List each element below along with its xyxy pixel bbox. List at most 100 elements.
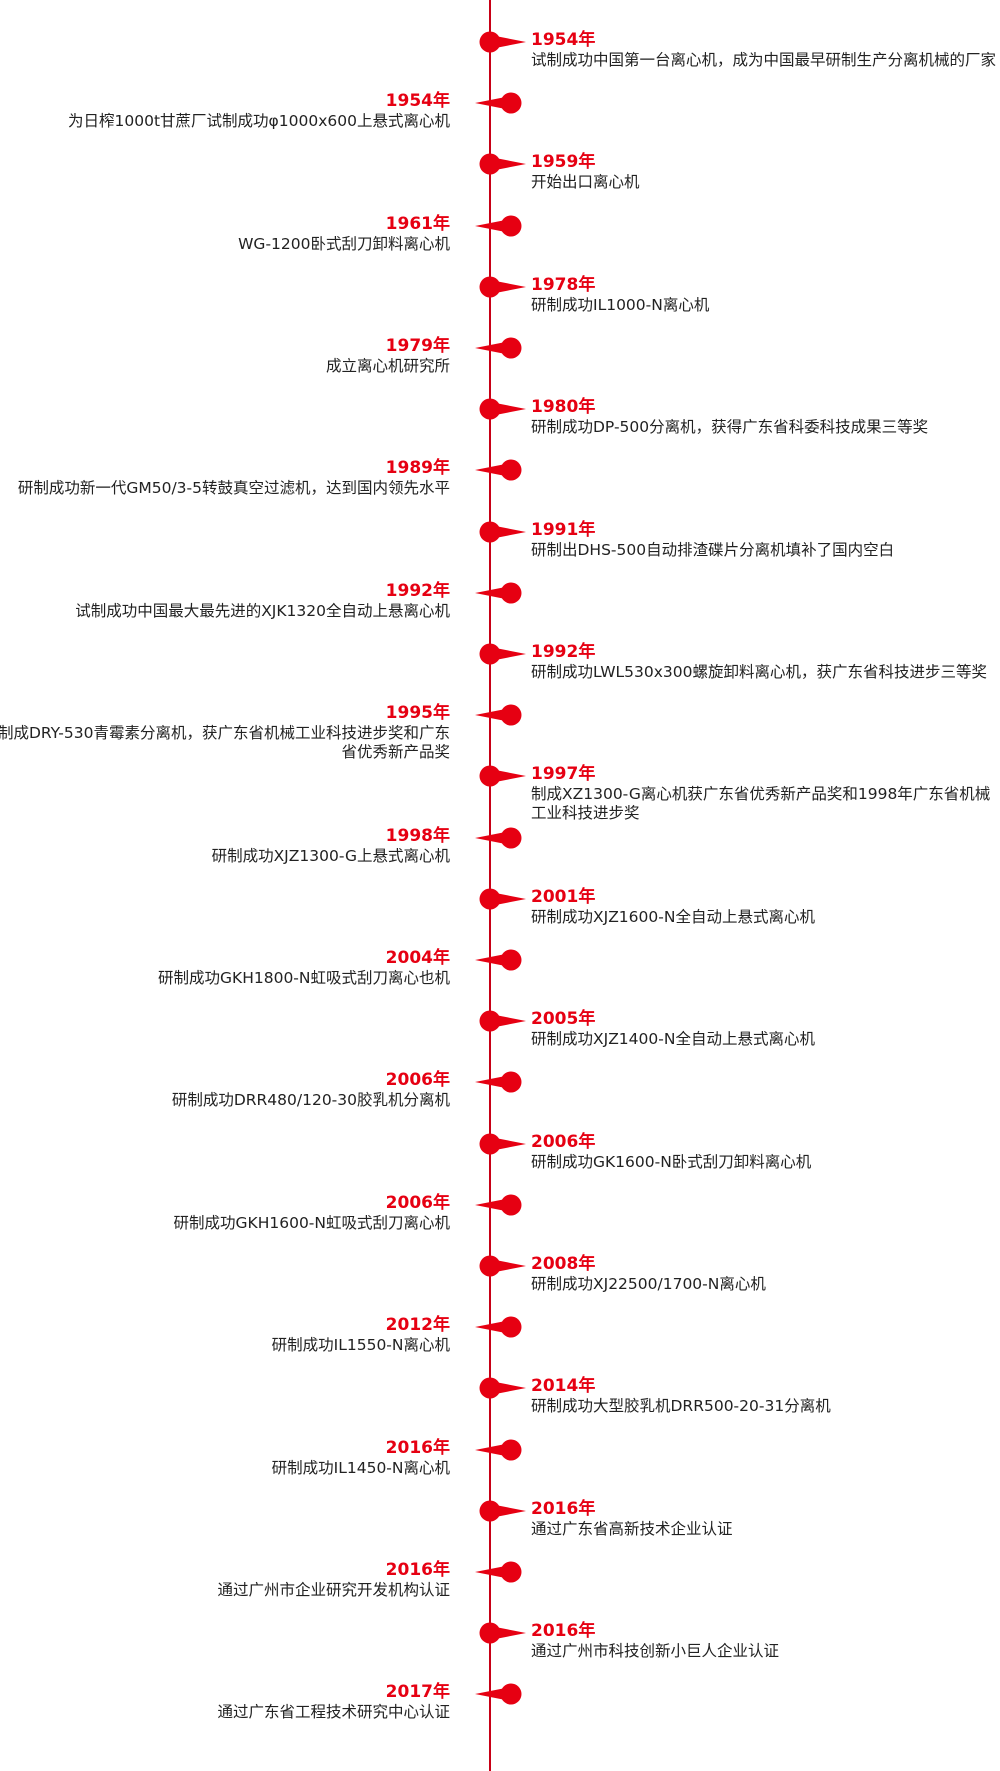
timeline-entry: 2016年研制成功IL1450-N离心机 bbox=[0, 1438, 1000, 1498]
milestone-description: 通过广州市科技创新小巨人企业认证 bbox=[531, 1642, 780, 1661]
milestone-year: 2016年 bbox=[385, 1560, 450, 1580]
milestone-description: 成立离心机研究所 bbox=[325, 357, 450, 375]
milestone-description: 研制成功大型胶乳机DRR500-20-31分离机 bbox=[531, 1397, 831, 1416]
milestone-text-block: 2016年通过广州市企业研究开发机构认证 bbox=[0, 1560, 450, 1600]
timeline-marker-icon bbox=[475, 1683, 522, 1705]
milestone-year: 2014年 bbox=[531, 1376, 596, 1397]
timeline-entry: 2008年研制成功XJ22500/1700-N离心机 bbox=[0, 1254, 1000, 1314]
milestone-description: 研制成功IL1000-N离心机 bbox=[531, 295, 710, 314]
milestone-text-block: 2001年研制成功XJZ1600-N全自动上悬式离心机 bbox=[531, 887, 996, 927]
milestone-year: 2016年 bbox=[531, 1621, 596, 1642]
timeline-marker-icon bbox=[479, 521, 526, 543]
milestone-description: 研制成功GKH1800-N虹吸式刮刀离心也机 bbox=[158, 969, 450, 987]
milestone-year: 1961年 bbox=[385, 213, 450, 234]
milestone-text-block: 2006年研制成功DRR480/120-30胶乳机分离机 bbox=[0, 1070, 450, 1110]
timeline-marker-icon bbox=[475, 949, 522, 971]
milestone-year: 2008年 bbox=[531, 1254, 596, 1274]
milestone-description: 通过广东省工程技术研究中心认证 bbox=[217, 1703, 450, 1722]
milestone-text-block: 1959年开始出口离心机 bbox=[531, 152, 996, 192]
milestone-year: 1979年 bbox=[385, 336, 450, 356]
milestone-description: 研制成功XJZ1600-N全自动上悬式离心机 bbox=[531, 907, 815, 926]
timeline-marker-icon bbox=[479, 765, 526, 787]
timeline-entry: 1959年开始出口离心机 bbox=[0, 152, 1000, 212]
timeline-marker-icon bbox=[479, 1133, 526, 1155]
milestone-year: 1997年 bbox=[531, 764, 596, 785]
timeline-marker-icon bbox=[479, 643, 526, 665]
milestone-description: 开始出口离心机 bbox=[531, 173, 640, 192]
milestone-description: 研制成功IL1450-N离心机 bbox=[271, 1458, 450, 1477]
milestone-year: 1989年 bbox=[385, 458, 450, 479]
timeline-marker-icon bbox=[479, 1255, 526, 1277]
timeline-marker-icon bbox=[475, 1561, 522, 1583]
milestone-text-block: 2016年通过广州市科技创新小巨人企业认证 bbox=[531, 1621, 996, 1661]
timeline-marker-icon bbox=[479, 1622, 526, 1644]
milestone-description: 研制成功XJ22500/1700-N离心机 bbox=[531, 1275, 766, 1293]
milestone-description: 研制成功IL1550-N离心机 bbox=[271, 1336, 450, 1355]
milestone-text-block: 2008年研制成功XJ22500/1700-N离心机 bbox=[531, 1254, 996, 1294]
timeline-marker-icon bbox=[475, 215, 522, 237]
timeline-marker-icon bbox=[475, 1071, 522, 1093]
milestone-year: 1980年 bbox=[531, 397, 596, 418]
timeline-entry: 1980年研制成功DP-500分离机，获得广东省科委科技成果三等奖 bbox=[0, 397, 1000, 457]
timeline-entry: 1991年研制出DHS-500自动排渣碟片分离机填补了国内空白 bbox=[0, 520, 1000, 580]
milestone-description: 研制成功XJZ1400-N全自动上悬式离心机 bbox=[531, 1030, 815, 1049]
timeline-entry: 1992年试制成功中国最大最先进的XJK1320全自动上悬离心机 bbox=[0, 581, 1000, 641]
milestone-year: 2006年 bbox=[385, 1192, 450, 1213]
milestone-year: 1998年 bbox=[385, 825, 450, 846]
milestone-text-block: 1980年研制成功DP-500分离机，获得广东省科委科技成果三等奖 bbox=[531, 397, 996, 437]
milestone-year: 1954年 bbox=[531, 30, 596, 50]
timeline-entry: 1995年制成DRY-530青霉素分离机，获广东省机械工业科技进步奖和广东省优秀… bbox=[0, 703, 1000, 763]
milestone-description: 试制成功中国第一台离心机，成为中国最早研制生产分离机械的厂家 bbox=[531, 51, 997, 69]
timeline-entry: 2017年通过广东省工程技术研究中心认证 bbox=[0, 1682, 1000, 1742]
timeline-marker-icon bbox=[479, 398, 526, 420]
timeline-entry: 1998年研制成功XJZ1300-G上悬式离心机 bbox=[0, 826, 1000, 886]
milestone-description: 试制成功中国最大最先进的XJK1320全自动上悬离心机 bbox=[75, 601, 450, 620]
timeline-entry: 1954年为日榨1000t甘蔗厂试制成功φ1000x600上悬式离心机 bbox=[0, 91, 1000, 151]
milestone-text-block: 2016年研制成功IL1450-N离心机 bbox=[0, 1438, 450, 1478]
milestone-description: 研制成功LWL530x300螺旋卸料离心机，获广东省科技进步三等奖 bbox=[531, 663, 988, 681]
milestone-year: 2004年 bbox=[385, 948, 450, 968]
timeline-marker-icon bbox=[475, 1439, 522, 1461]
timeline-marker-icon bbox=[479, 31, 526, 53]
timeline-entry: 1997年制成XZ1300-G离心机获广东省优秀新产品奖和1998年广东省机械工… bbox=[0, 764, 1000, 824]
milestone-year: 2006年 bbox=[531, 1131, 596, 1152]
timeline-marker-icon bbox=[479, 1010, 526, 1032]
milestone-text-block: 2017年通过广东省工程技术研究中心认证 bbox=[0, 1682, 450, 1722]
milestone-year: 2012年 bbox=[385, 1315, 450, 1336]
milestone-year: 2016年 bbox=[385, 1437, 450, 1458]
timeline-entry: 2016年通过广州市企业研究开发机构认证 bbox=[0, 1560, 1000, 1620]
timeline-entry: 2005年研制成功XJZ1400-N全自动上悬式离心机 bbox=[0, 1009, 1000, 1069]
milestone-description: 研制出DHS-500自动排渣碟片分离机填补了国内空白 bbox=[531, 540, 895, 559]
milestone-description: 通过广州市企业研究开发机构认证 bbox=[217, 1581, 450, 1599]
milestone-year: 1959年 bbox=[531, 152, 596, 173]
timeline-entry: 2014年研制成功大型胶乳机DRR500-20-31分离机 bbox=[0, 1376, 1000, 1436]
milestone-year: 2006年 bbox=[385, 1070, 450, 1091]
timeline-entry: 2001年研制成功XJZ1600-N全自动上悬式离心机 bbox=[0, 887, 1000, 947]
milestone-text-block: 2005年研制成功XJZ1400-N全自动上悬式离心机 bbox=[531, 1009, 996, 1049]
milestone-description: 研制成功GK1600-N卧式刮刀卸料离心机 bbox=[531, 1152, 812, 1171]
timeline-marker-icon bbox=[479, 1500, 526, 1522]
timeline-entry: 2006年研制成功GKH1600-N虹吸式刮刀离心机 bbox=[0, 1193, 1000, 1253]
milestone-description: 研制成功新一代GM50/3-5转鼓真空过滤机，达到国内领先水平 bbox=[17, 479, 450, 498]
timeline-entry: 2004年研制成功GKH1800-N虹吸式刮刀离心也机 bbox=[0, 948, 1000, 1008]
milestone-text-block: 1991年研制出DHS-500自动排渣碟片分离机填补了国内空白 bbox=[531, 520, 996, 560]
timeline-marker-icon bbox=[475, 337, 522, 359]
milestone-text-block: 2014年研制成功大型胶乳机DRR500-20-31分离机 bbox=[531, 1376, 996, 1416]
timeline-entry: 1978年研制成功IL1000-N离心机 bbox=[0, 275, 1000, 335]
milestone-year: 1995年 bbox=[385, 703, 450, 724]
timeline-entry: 2016年通过广州市科技创新小巨人企业认证 bbox=[0, 1621, 1000, 1681]
milestone-description: 制成XZ1300-G离心机获广东省优秀新产品奖和1998年广东省机械工业科技进步… bbox=[531, 785, 991, 823]
timeline-marker-icon bbox=[475, 582, 522, 604]
milestone-description: 制成DRY-530青霉素分离机，获广东省机械工业科技进步奖和广东省优秀新产品奖 bbox=[0, 724, 450, 762]
milestone-text-block: 2004年研制成功GKH1800-N虹吸式刮刀离心也机 bbox=[0, 948, 450, 988]
milestone-text-block: 1998年研制成功XJZ1300-G上悬式离心机 bbox=[0, 826, 450, 866]
milestone-text-block: 1989年研制成功新一代GM50/3-5转鼓真空过滤机，达到国内领先水平 bbox=[0, 458, 450, 498]
timeline-marker-icon bbox=[479, 1377, 526, 1399]
timeline-marker-icon bbox=[475, 704, 522, 726]
milestone-description: 研制成功DP-500分离机，获得广东省科委科技成果三等奖 bbox=[531, 418, 929, 437]
milestone-year: 1978年 bbox=[531, 274, 596, 295]
milestone-description: 通过广东省高新技术企业认证 bbox=[531, 1519, 733, 1538]
timeline-entry: 2006年研制成功GK1600-N卧式刮刀卸料离心机 bbox=[0, 1132, 1000, 1192]
